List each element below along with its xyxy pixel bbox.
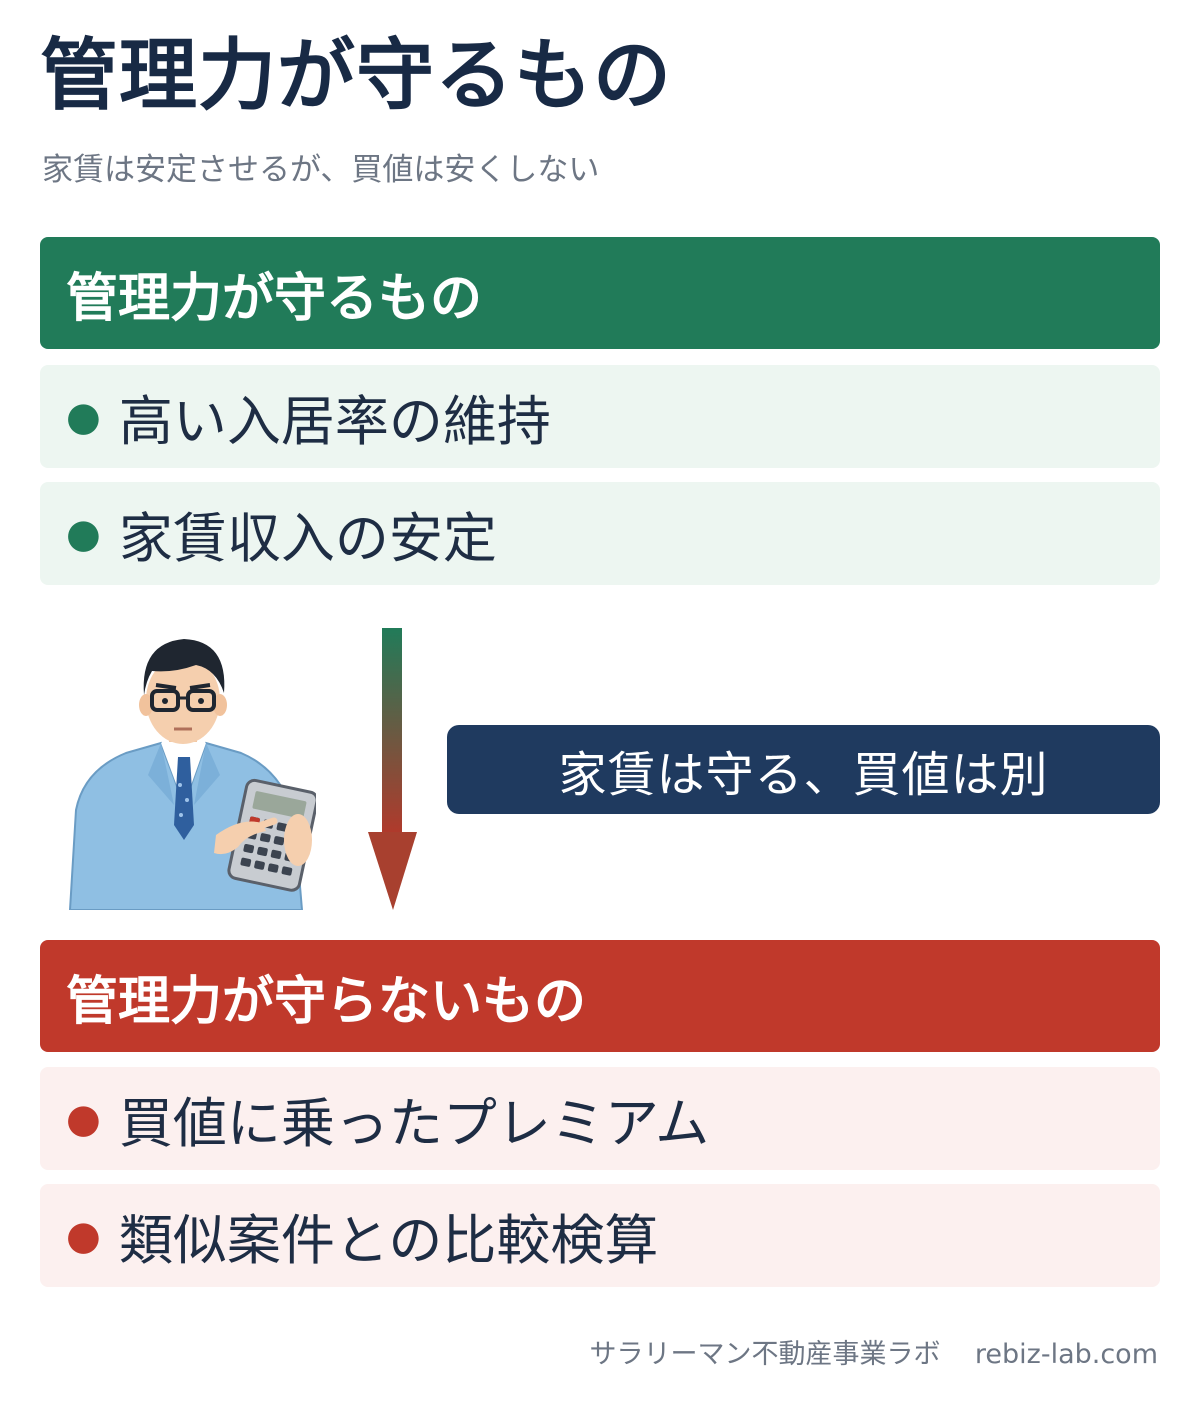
page-title: 管理力が守るもの [40,31,673,121]
down-arrow-icon [368,628,417,910]
not-protects-item: ● 類似案件との比較検算 [40,1184,1160,1287]
bullet-dot-icon: ● [66,1095,101,1142]
bullet-dot-icon: ● [66,1212,101,1259]
bullet-dot-icon: ● [66,510,101,557]
footer-credit: サラリーマン不動産事業ラボ rebiz-lab.com [590,1332,1158,1371]
not-protects-header: 管理力が守らないもの [40,940,1160,1052]
businessman-with-calculator-icon [68,639,316,910]
callout-box: 家賃は守る、買値は別 [447,725,1160,814]
protects-item-label: 高い入居率の維持 [118,390,551,453]
protects-item: ● 高い入居率の維持 [40,365,1160,468]
footer-brand: サラリーマン不動産事業ラボ [589,1339,941,1370]
protects-item-label: 家賃収入の安定 [118,507,497,570]
not-protects-item-label: 類似案件との比較検算 [118,1209,659,1272]
footer-url[interactable]: rebiz-lab.com [974,1339,1158,1370]
protects-header: 管理力が守るもの [40,237,1160,349]
bullet-dot-icon: ● [66,393,101,440]
not-protects-item: ● 買値に乗ったプレミアム [40,1067,1160,1170]
not-protects-item-label: 買値に乗ったプレミアム [118,1092,710,1155]
page-subtitle: 家賃は安定させるが、買値は安くしない [42,152,600,188]
protects-item: ● 家賃収入の安定 [40,482,1160,585]
